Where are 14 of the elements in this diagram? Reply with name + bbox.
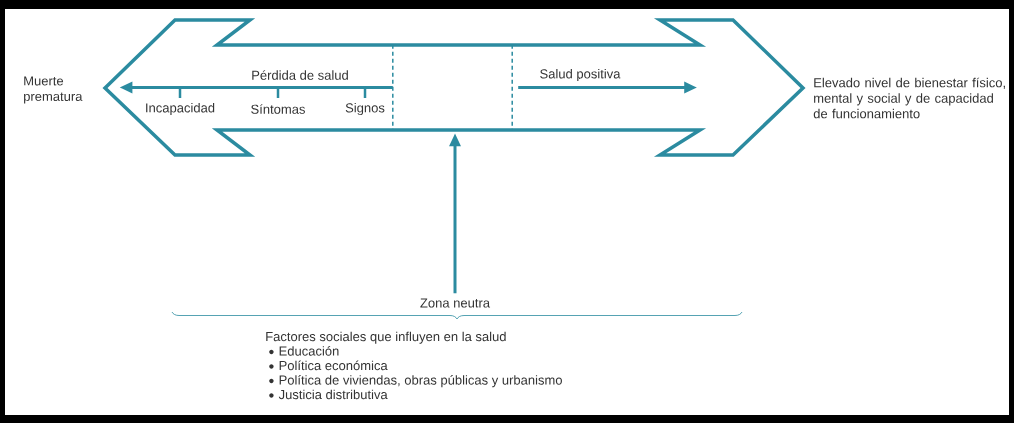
neutral-zone [392,44,513,131]
tick-label: Incapacidad [146,102,215,116]
edge-label: Salud positiva [540,68,621,82]
node-label: Política económica [279,360,388,371]
node-label: Justicia distributiva [278,389,388,400]
tick-label: Síntomas [251,104,305,114]
node-label: Política de viviendas, obras públicas y urbanismo [279,374,562,388]
endpoint-text: Elevado nivel de bienestar físico, mental y social y de capacidad de funcionamiento [813,77,1005,119]
edge-label: Pérdida de salud [252,70,348,80]
node-label: Factores sociales que influyen en la salud [266,331,506,344]
zone-label: Zona neutra [420,298,491,308]
endpoint-text: Muerte prematura [24,76,83,104]
node-label: Educación [279,345,339,356]
factor-list: Factores sociales que influyen en la salud Educación Política económica Política de viviendas, obras públicas y urbanismo Justicia distributiva [266,331,562,400]
